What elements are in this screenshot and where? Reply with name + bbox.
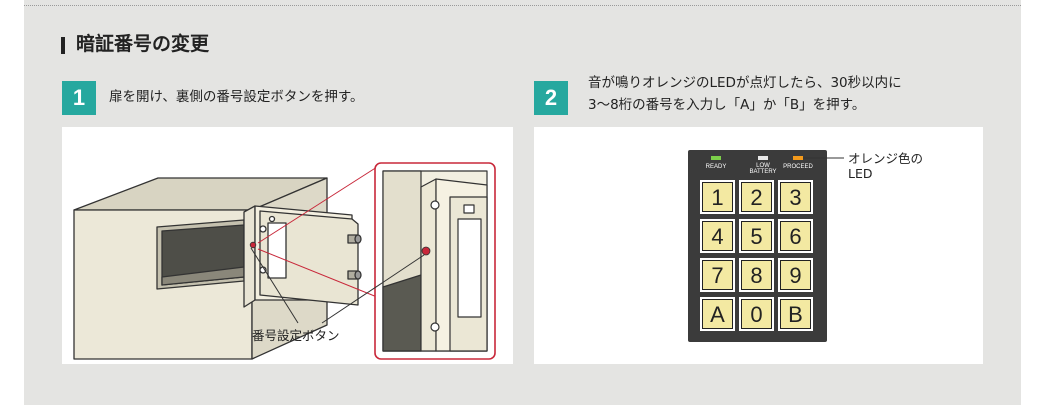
safe-illustration-card: 番号設定ボタン [62,127,513,364]
key-5-button [741,221,772,251]
setting-button-dot [249,241,257,249]
safe-illustration [73,162,496,360]
key-A-label: A [710,302,725,327]
battery-label: BATTERY [749,169,776,175]
key-9-label: 9 [789,263,801,288]
low-battery-led [758,156,768,160]
key-A-button [702,299,733,329]
key-5-label: 5 [750,224,762,249]
top-divider [24,5,1021,6]
key-6-button [780,221,811,251]
proceed-label: PROCEED [783,164,813,170]
key-4-label: 4 [711,224,723,249]
step-2-text-line2: 3〜8桁の番号を入力し「A」か「B」を押す。 [588,97,866,113]
key-7-label: 7 [711,263,723,288]
step-2-badge: 2 [534,81,568,115]
heading-bar [61,37,65,54]
section-heading: 暗証番号の変更 [76,33,210,55]
key-4-button [702,221,733,251]
low-label: LOW [756,163,770,169]
key-6-label: 6 [789,224,801,249]
key-0-button [741,299,772,329]
door-edge [243,205,256,308]
proceed-led [793,156,803,160]
key-2-button [741,182,772,212]
setting-button-callout: 番号設定ボタン [252,328,340,343]
key-8-button [741,260,772,290]
key-1-button [702,182,733,212]
zoomed-setting-button [421,246,431,256]
key-B-label: B [788,302,803,327]
key-9-button [780,260,811,290]
led-callout-line2: LED [848,166,873,181]
step-2-text-line1: 音が鳴りオレンジのLEDが点灯したら、30秒以内に [588,75,902,91]
key-3-button [780,182,811,212]
led-callout-line1: オレンジ色の [848,151,924,166]
ready-label: READY [706,164,727,170]
key-B-button [780,299,811,329]
ready-led [711,156,721,160]
key-3-label: 3 [789,185,801,210]
key-8-label: 8 [750,263,762,288]
key-7-button [702,260,733,290]
step-1-badge: 1 [62,81,96,115]
step-1-text: 扉を開け、裏側の番号設定ボタンを押す。 [109,89,364,105]
key-0-label: 0 [750,302,762,327]
key-2-label: 2 [750,185,762,210]
key-1-label: 1 [711,185,723,210]
